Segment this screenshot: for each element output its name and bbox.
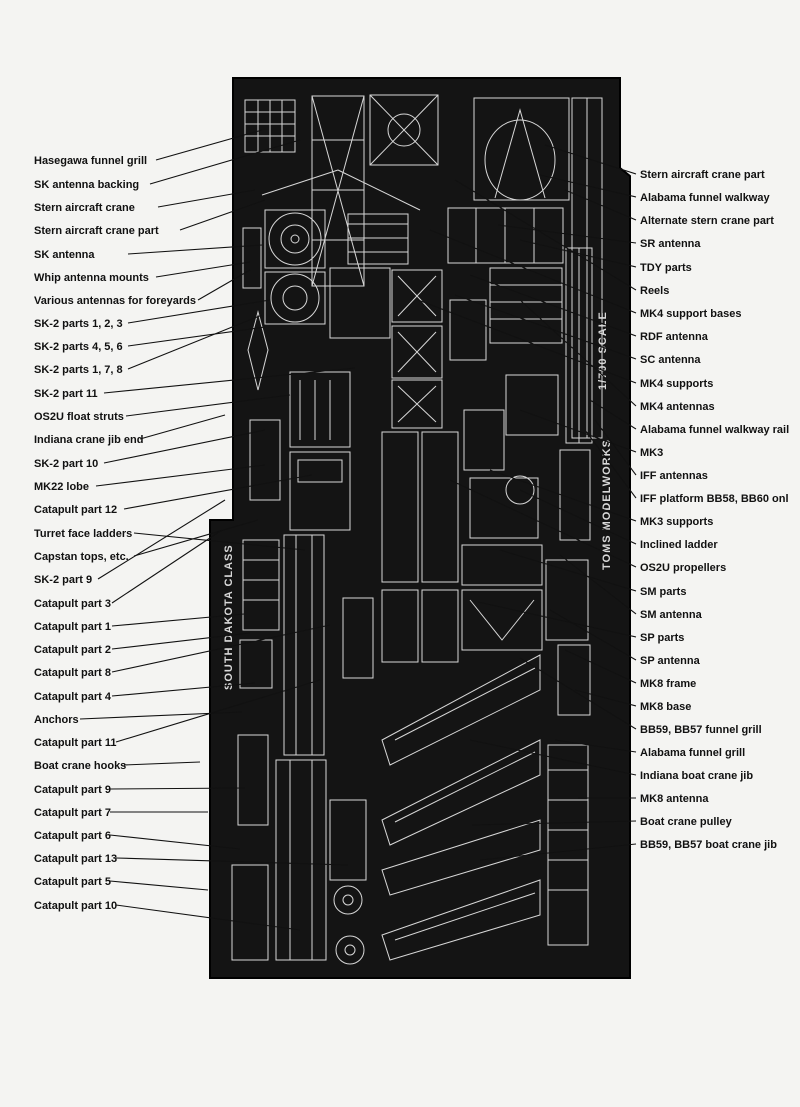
label-right: SR antenna: [640, 238, 701, 250]
label-right: Alabama funnel walkway: [640, 192, 770, 204]
label-right: OS2U propellers: [640, 562, 726, 574]
right-leader-lines: [417, 144, 637, 861]
label-right: MK3 supports: [640, 516, 713, 528]
label-left: Catapult part 9: [34, 784, 111, 796]
label-left: Catapult part 5: [34, 876, 111, 888]
label-left: Catapult part 7: [34, 807, 111, 819]
label-left: Catapult part 10: [34, 900, 117, 912]
label-right: SM antenna: [640, 609, 703, 621]
label-left: Various antennas for foreyards: [34, 295, 196, 307]
label-right: SM parts: [640, 586, 686, 598]
mk4-supports-part: [391, 269, 443, 429]
label-right: MK8 frame: [640, 678, 696, 690]
label-right: MK4 supports: [640, 378, 713, 390]
label-right: Boat crane pulley: [640, 816, 733, 828]
label-right: IFF platform BB58, BB60 onl: [640, 493, 789, 505]
label-left: Catapult part 11: [34, 737, 117, 749]
crane-pulley-parts: [329, 799, 367, 965]
mk8-parts: [547, 644, 591, 946]
label-left: SK-2 part 10: [34, 458, 98, 470]
label-left: SK-2 part 11: [34, 388, 98, 400]
label-left: SK antenna: [34, 249, 95, 261]
label-right: MK3: [640, 447, 663, 459]
label-right: BB59, BB57 funnel grill: [640, 724, 762, 736]
label-right: MK4 antennas: [640, 401, 715, 413]
label-right: RDF antenna: [640, 331, 709, 343]
label-left: Catapult part 1: [34, 621, 111, 633]
label-left: Anchors: [34, 714, 79, 726]
label-left: Catapult part 13: [34, 853, 117, 865]
label-left: OS2U float struts: [34, 411, 124, 423]
label-right: Alternate stern crane part: [640, 215, 774, 227]
label-left: SK-2 parts 1, 7, 8: [34, 364, 123, 376]
label-left: Turret face ladders: [34, 528, 132, 540]
label-right: SC antenna: [640, 354, 701, 366]
label-right: Inclined ladder: [640, 539, 718, 551]
label-left: Whip antenna mounts: [34, 272, 149, 284]
fret-sheet: SOUTH DAKOTA CLASS 1/700 SCALE TOMS MODE…: [209, 77, 631, 979]
label-right: Stern aircraft crane part: [640, 169, 765, 181]
label-left: Catapult part 3: [34, 598, 111, 610]
crane-base-part: [369, 94, 439, 166]
label-left: Catapult part 8: [34, 667, 111, 679]
catapult-left-parts: [249, 371, 351, 531]
label-left: Catapult part 12: [34, 504, 117, 516]
label-left: Boat crane hooks: [34, 760, 126, 772]
catapult-rails: [275, 534, 327, 961]
right-callouts: Stern aircraft crane part Alabama funnel…: [640, 169, 789, 851]
label-right: Indiana boat crane jib: [640, 770, 753, 782]
walkway-rail-part: [565, 247, 593, 444]
funnel-walkway-part: [473, 97, 570, 201]
right-ladder-column: [571, 97, 603, 439]
label-right: Reels: [640, 285, 669, 297]
label-right: Alabama funnel walkway rail: [640, 424, 789, 436]
turret-face-ladders: [231, 539, 280, 961]
sk-antenna-part: [264, 209, 326, 325]
sk2-parts-area: [329, 213, 409, 339]
label-right: BB59, BB57 boat crane jib: [640, 839, 777, 851]
maker-text: TOMS MODELWORKS: [601, 439, 613, 570]
funnel-grill-part: [244, 99, 296, 153]
label-left: Catapult part 4: [34, 691, 112, 703]
label-right: IFF antennas: [640, 470, 708, 482]
mk3-region: [463, 374, 559, 539]
scale-text: 1/700 SCALE: [597, 311, 609, 390]
whip-antenna-mounts: [242, 227, 269, 391]
label-left: Catapult part 6: [34, 830, 111, 842]
label-right: MK8 base: [640, 701, 691, 713]
label-right: SP antenna: [640, 655, 701, 667]
label-right: SP parts: [640, 632, 684, 644]
label-right: TDY parts: [640, 262, 692, 274]
ship-name-text: SOUTH DAKOTA CLASS: [223, 544, 235, 690]
fret-outline: [209, 77, 631, 979]
label-left: MK22 lobe: [34, 481, 89, 493]
left-leader-lines: [79, 129, 356, 931]
label-left: Stern aircraft crane part: [34, 225, 159, 237]
label-left: SK-2 parts 1, 2, 3: [34, 318, 123, 330]
label-left: SK antenna backing: [34, 179, 139, 191]
label-left: Indiana crane jib end: [34, 434, 143, 446]
label-right: MK8 antenna: [640, 793, 709, 805]
boat-crane-jibs: [381, 654, 541, 961]
label-left: Capstan tops, etc.: [34, 551, 129, 563]
label-right: Alabama funnel grill: [640, 747, 745, 759]
label-left: Hasegawa funnel grill: [34, 155, 147, 167]
label-left: SK-2 part 9: [34, 574, 92, 586]
center-column-parts: [342, 431, 459, 679]
label-left: Stern aircraft crane: [34, 202, 135, 214]
label-left: SK-2 parts 4, 5, 6: [34, 341, 123, 353]
label-right: MK4 support bases: [640, 308, 741, 320]
label-left: Catapult part 2: [34, 644, 111, 656]
left-callouts: Hasegawa funnel grill SK antenna backing…: [34, 155, 196, 912]
